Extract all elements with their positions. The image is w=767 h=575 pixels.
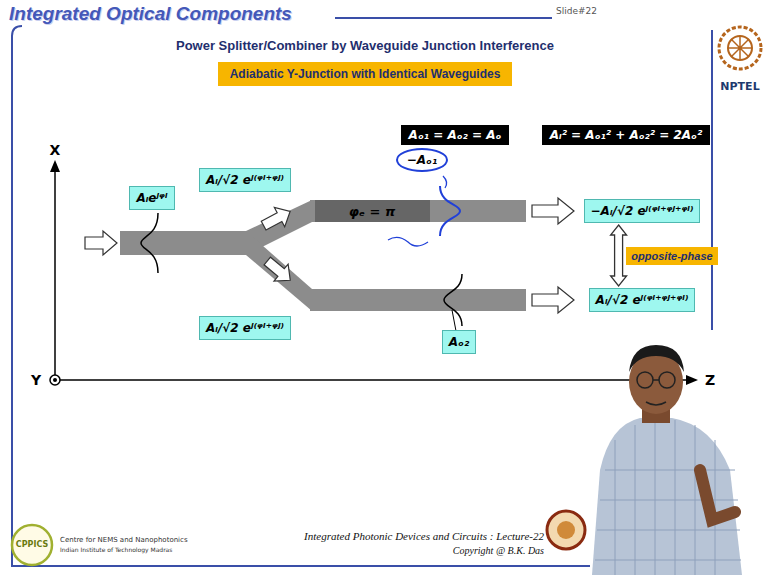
node-text: Aᵢ/√2 eʲ⁽ᵠⁱ⁺ᵠʲ⁾ [206,173,284,187]
mode-profile [440,186,460,236]
equation-box: Aₒ₁ = Aₒ₂ = Aₒ [401,125,510,145]
cppics-logo [12,525,52,565]
handwritten-note: −Aₒ₁ [396,148,448,172]
field-amplitude-box: Aₒ₂ [442,330,476,354]
node-text: Aₒ₂ [449,335,469,349]
slide-subtitle: Power Splitter/Combiner by Waveguide Jun… [176,38,554,53]
node-text: −Aₒ₁ [407,153,437,167]
propagation-arrow [85,198,574,313]
header-rule [335,17,552,19]
node-text: opposite-phase [631,250,712,262]
node-text: Aᵢ² = Aₒ₁² + Aₒ₂² = 2Aₒ² [550,128,702,142]
axis-label: Y [31,372,41,388]
axis-label: Z [705,372,715,388]
y-junction-waveguide [120,200,526,311]
logo-text: CPPICS [16,540,48,549]
logo-text: NPTEL [720,80,759,93]
footer-course: Integrated Photonic Devices and Circuits… [304,530,544,542]
footer-copyright: Copyright @ B.K. Das [453,545,544,556]
footer-note: Centre for NEMS and Nanophotonics [60,536,188,544]
node-text: −Aᵢ/√2 eʲ⁽ᵠⁱ⁺ᵠʲ⁺ᵠˡ⁾ [591,204,694,218]
axis-label: X [50,142,61,158]
field-amplitude-box: Aᵢeʲᵠⁱ [129,186,174,210]
presenter [592,345,742,575]
phase-section: φₑ = π [315,200,430,222]
node-text: Aᵢeʲᵠⁱ [136,191,167,205]
field-amplitude-box: Aᵢ/√2 eʲ⁽ᵠⁱ⁺ᵠʲ⁾ [199,168,291,192]
node-text: Adiabatic Y-Junction with Identical Wave… [230,67,501,81]
node-text: Aᵢ/√2 eʲ⁽ᵠⁱ⁺ᵠʲ⁺ᵠˡ⁾ [596,293,689,307]
node-text: Aᵢ/√2 eʲ⁽ᵠⁱ⁺ᵠʲ⁾ [206,321,284,335]
mode-profile [444,274,462,326]
phase-tag: opposite-phase [626,247,717,265]
slide-number: Slide#22 [556,6,597,16]
heading-banner: Adiabatic Y-Junction with Identical Wave… [218,62,513,86]
equation-box: Aᵢ² = Aₒ₁² + Aₒ₂² = 2Aₒ² [542,125,710,145]
field-amplitude-box: Aᵢ/√2 eʲ⁽ᵠⁱ⁺ᵠʲ⁾ [199,316,291,340]
node-text: Aₒ₁ = Aₒ₂ = Aₒ [409,128,502,142]
double-arrow [611,225,627,286]
nptel-logo [719,27,761,69]
iit-logo [547,511,585,549]
slide-title: Integrated Optical Components [9,3,292,25]
mode-profile [141,213,158,273]
field-amplitude-box: −Aᵢ/√2 eʲ⁽ᵠⁱ⁺ᵠʲ⁺ᵠˡ⁾ [584,199,701,223]
field-amplitude-box: Aᵢ/√2 eʲ⁽ᵠⁱ⁺ᵠʲ⁺ᵠˡ⁾ [589,288,696,312]
footer-note: Indian Institute of Technology Madras [60,546,172,553]
leader-line [452,310,456,331]
node-text: φₑ = π [349,204,396,219]
axes [50,160,698,385]
